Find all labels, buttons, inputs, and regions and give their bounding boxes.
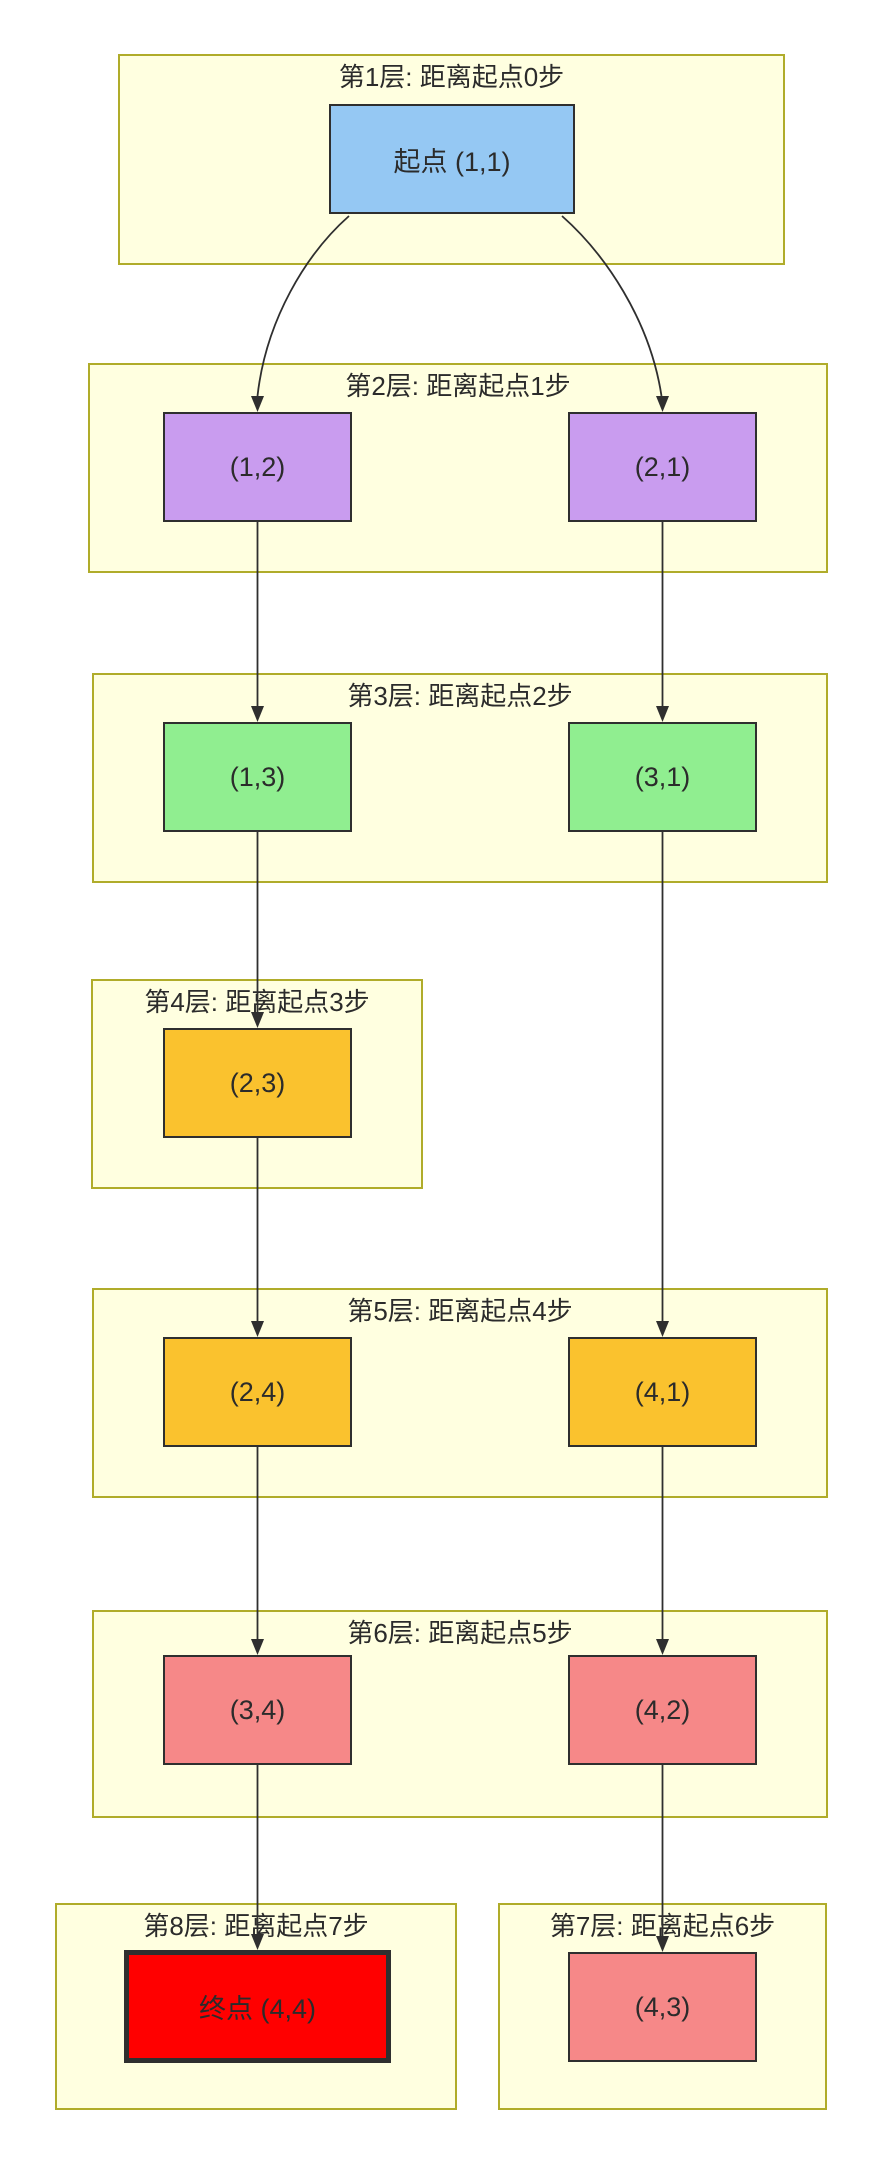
cluster-layer-6-label: 第6层: 距离起点5步 <box>347 1618 573 1648</box>
node-3-1: (3,1) <box>568 722 757 832</box>
cluster-layer-1-label: 第1层: 距离起点0步 <box>338 62 565 92</box>
node-4-1: (4,1) <box>568 1337 757 1447</box>
node-end: 终点 (4,4) <box>124 1950 391 2063</box>
cluster-layer-3-label: 第3层: 距离起点2步 <box>347 681 573 711</box>
cluster-layer-2-label: 第2层: 距离起点1步 <box>345 371 571 401</box>
node-4-3: (4,3) <box>568 1952 757 2062</box>
node-start: 起点 (1,1) <box>329 104 575 214</box>
node-2-3: (2,3) <box>163 1028 352 1138</box>
cluster-layer-4-label: 第4层: 距离起点3步 <box>144 987 370 1017</box>
cluster-layer-8-label: 第8层: 距离起点7步 <box>143 1911 369 1941</box>
node-1-3: (1,3) <box>163 722 352 832</box>
cluster-layer-7-label: 第7层: 距离起点6步 <box>549 1911 776 1941</box>
node-4-2: (4,2) <box>568 1655 757 1765</box>
node-2-4: (2,4) <box>163 1337 352 1447</box>
cluster-layer-5-label: 第5层: 距离起点4步 <box>347 1296 573 1326</box>
node-1-2: (1,2) <box>163 412 352 522</box>
node-2-1: (2,1) <box>568 412 757 522</box>
node-3-4: (3,4) <box>163 1655 352 1765</box>
